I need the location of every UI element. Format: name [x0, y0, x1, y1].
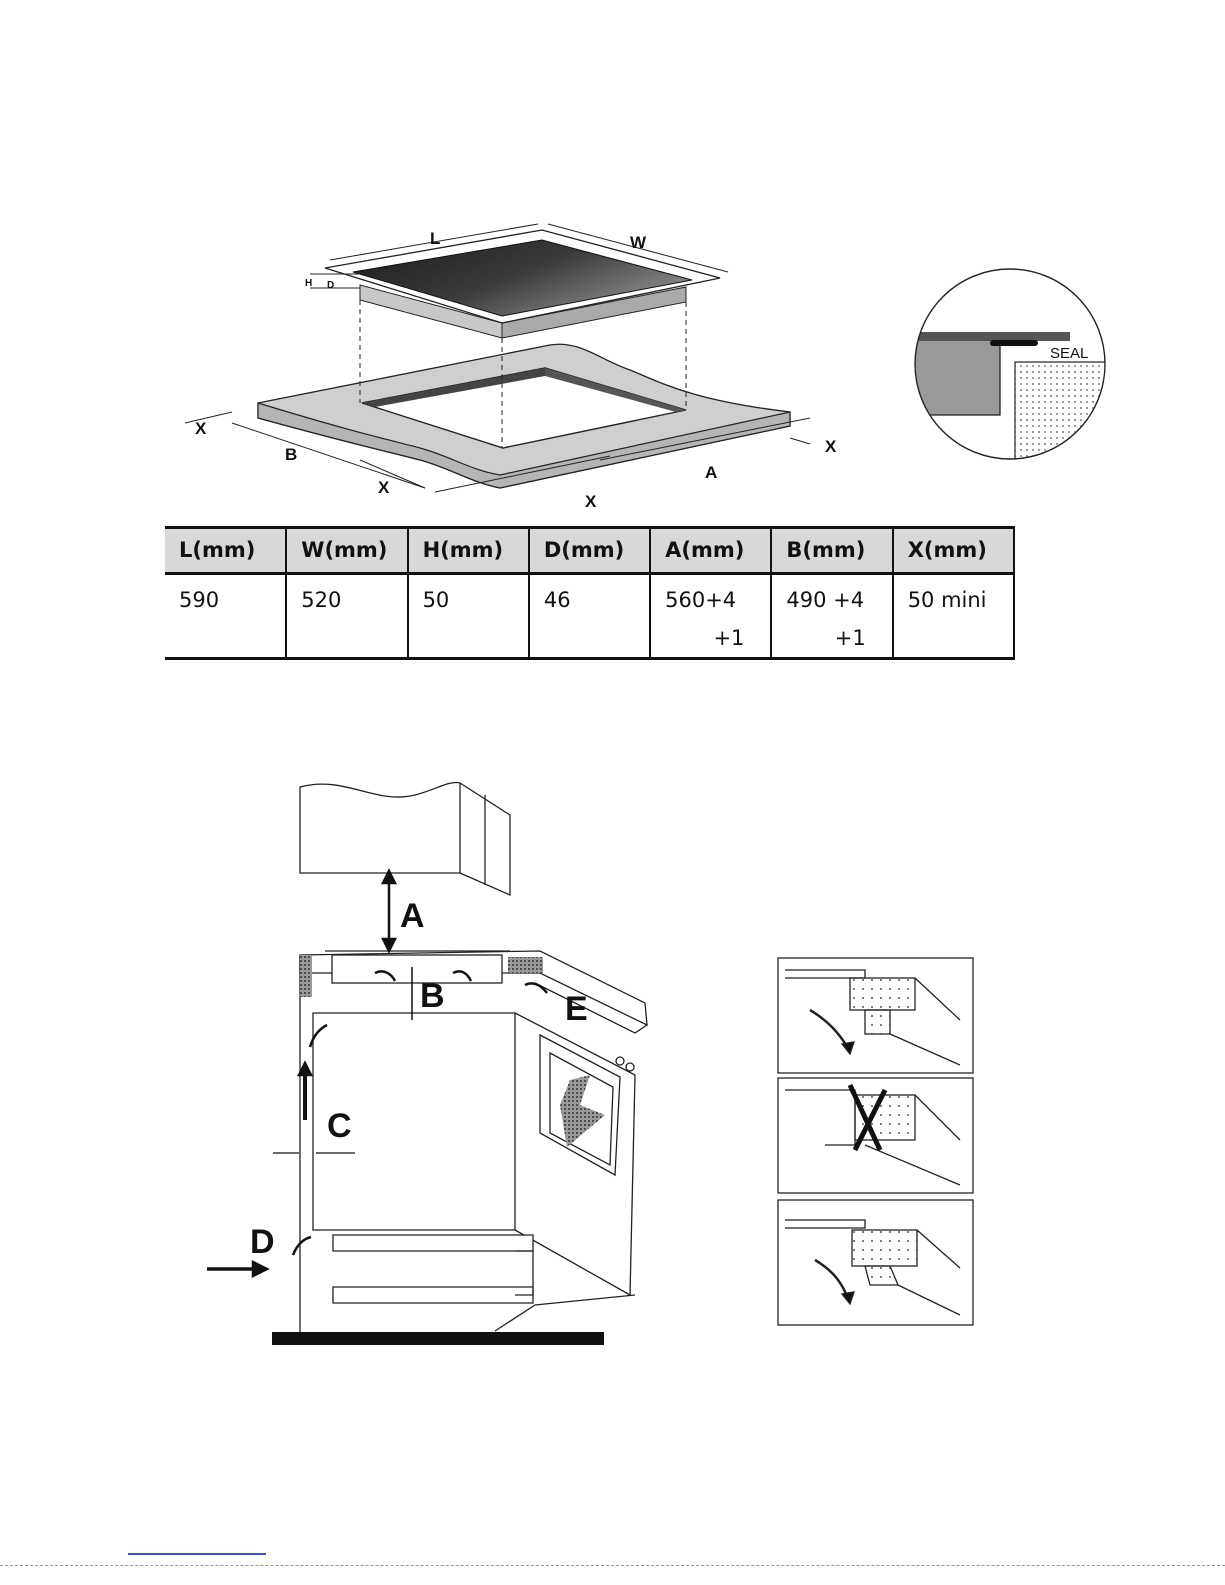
header-L: L(mm) — [165, 528, 286, 574]
cell-L: 590 — [165, 574, 286, 659]
hob-cutout-diagram: L W H D X B X X A X — [170, 220, 870, 520]
seal-detail-circle: SEAL — [905, 262, 1115, 467]
header-X: X(mm) — [893, 528, 1014, 574]
label-X-left: X — [195, 419, 207, 438]
label-X-right: X — [825, 437, 837, 456]
label-B-clearance: B — [420, 977, 445, 1015]
cell-A-tolerance: +1 — [665, 619, 762, 657]
label-X-bottom: X — [585, 492, 597, 511]
seal-label: SEAL — [1050, 345, 1088, 362]
hob-appliance — [325, 230, 720, 338]
label-B: B — [285, 445, 297, 464]
label-E-clearance: E — [565, 990, 588, 1028]
header-A: A(mm) — [650, 528, 771, 574]
footer-rule — [0, 1565, 1225, 1566]
label-A: A — [705, 463, 717, 482]
label-H: H — [305, 278, 312, 289]
cabinet-clearance-diagram: A B C D E — [195, 775, 665, 1355]
footer-link[interactable] — [128, 1553, 266, 1555]
label-D: D — [327, 280, 334, 291]
label-X-bottom-left: X — [378, 478, 390, 497]
wall-cabinet — [300, 782, 460, 873]
cell-X: 50 mini — [893, 574, 1014, 659]
label-C-clearance: C — [327, 1107, 352, 1145]
label-D-clearance: D — [250, 1223, 275, 1261]
label-W: W — [630, 233, 647, 252]
cell-A: 560+4+1 — [650, 574, 771, 659]
label-L: L — [430, 229, 440, 248]
header-W: W(mm) — [286, 528, 407, 574]
floor — [272, 1332, 604, 1345]
cell-D: 46 — [529, 574, 650, 659]
cell-W: 520 — [286, 574, 407, 659]
label-A-clearance: A — [400, 897, 425, 935]
dimensions-table: L(mm) W(mm) H(mm) D(mm) A(mm) B(mm) X(mm… — [165, 526, 1015, 660]
header-B: B(mm) — [771, 528, 892, 574]
cell-B: 490 +4+1 — [771, 574, 892, 659]
ventilation-detail-panels — [770, 950, 980, 1335]
cell-H: 50 — [408, 574, 529, 659]
header-H: H(mm) — [408, 528, 529, 574]
table-row: 590 520 50 46 560+4+1 490 +4+1 50 mini — [165, 574, 1014, 659]
header-D: D(mm) — [529, 528, 650, 574]
cell-B-tolerance: +1 — [786, 619, 883, 657]
table-header-row: L(mm) W(mm) H(mm) D(mm) A(mm) B(mm) X(mm… — [165, 528, 1014, 574]
